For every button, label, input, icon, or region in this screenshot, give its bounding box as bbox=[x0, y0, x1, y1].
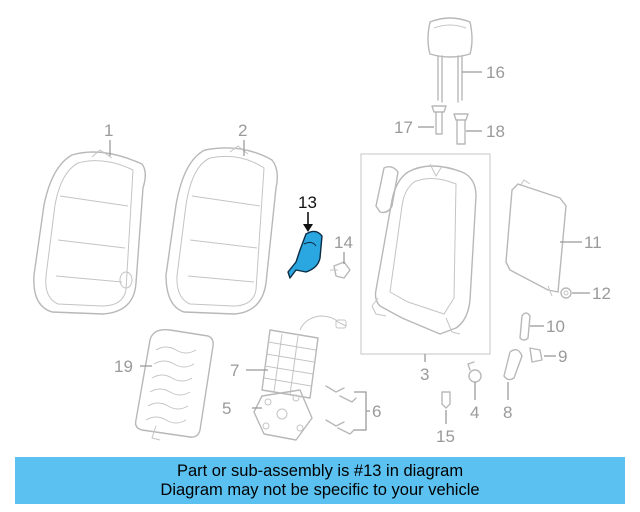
callout-7: 7 bbox=[230, 361, 239, 380]
callout-4: 4 bbox=[470, 403, 479, 422]
part-14-clip bbox=[330, 261, 351, 279]
callout-9: 9 bbox=[558, 347, 567, 366]
callout-13: 13 bbox=[298, 193, 317, 212]
part-11-panel bbox=[505, 179, 567, 297]
callout-8: 8 bbox=[503, 403, 512, 422]
part-5-bracket bbox=[253, 389, 313, 441]
part-8-lever bbox=[503, 349, 523, 381]
caption-line-1: Part or sub-assembly is #13 in diagram bbox=[176, 461, 464, 480]
part-13-arrow bbox=[303, 212, 313, 232]
part-7-spring-panel bbox=[261, 315, 347, 399]
part-17-guide bbox=[431, 105, 447, 135]
callout-1: 1 bbox=[104, 121, 113, 140]
part-6-clips bbox=[325, 385, 357, 435]
callout-16: 16 bbox=[486, 63, 505, 82]
part-19-mat bbox=[134, 329, 214, 441]
part-15-hook bbox=[441, 391, 451, 409]
callout-17: 17 bbox=[394, 118, 413, 137]
leader-lines bbox=[109, 71, 590, 431]
caption-banner: Part or sub-assembly is #13 in diagram D… bbox=[15, 457, 625, 504]
part-4-bolt bbox=[467, 361, 482, 383]
part-12-clip bbox=[560, 287, 572, 299]
part-16-headrest bbox=[427, 17, 473, 103]
callout-11: 11 bbox=[584, 233, 602, 252]
callout-14: 14 bbox=[334, 233, 353, 252]
callout-10: 10 bbox=[546, 317, 565, 336]
callout-3: 3 bbox=[420, 365, 429, 384]
caption-line-2: Diagram may not be specific to your vehi… bbox=[160, 480, 480, 499]
part-9-knob bbox=[529, 347, 543, 363]
callout-6: 6 bbox=[372, 402, 381, 421]
callout-19: 19 bbox=[114, 357, 133, 376]
part-3-frame bbox=[360, 153, 491, 355]
callout-15: 15 bbox=[436, 427, 455, 446]
part-18-guide bbox=[453, 113, 469, 145]
callout-5: 5 bbox=[222, 399, 231, 418]
callout-2: 2 bbox=[238, 121, 247, 140]
part-1-seatback-cover bbox=[33, 149, 146, 315]
callout-18: 18 bbox=[486, 122, 505, 141]
callout-labels: 1 2 3 4 5 6 7 8 9 10 11 12 13 14 15 16 1… bbox=[104, 63, 611, 446]
part-2-seatback-pad bbox=[165, 145, 279, 315]
part-13-highlighted bbox=[287, 230, 323, 279]
part-10-cap bbox=[519, 312, 531, 341]
callout-12: 12 bbox=[592, 284, 611, 303]
